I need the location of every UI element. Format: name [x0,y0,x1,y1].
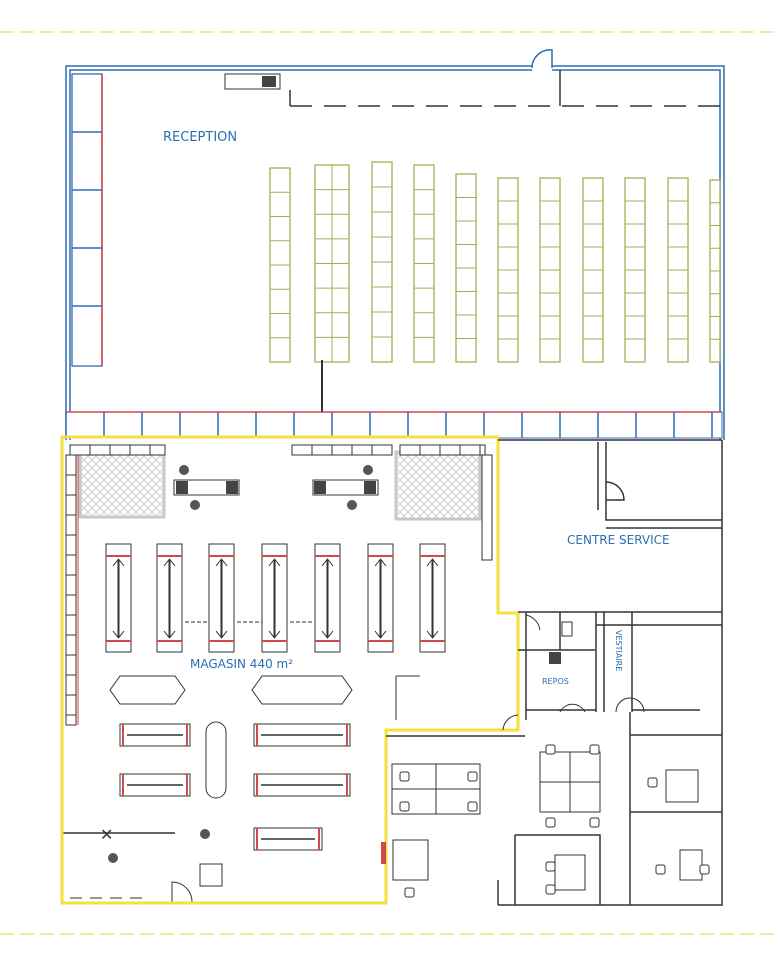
magasin-boundary [60,435,520,905]
arrow-head [215,558,228,639]
magasin-wall-racks [65,444,493,726]
chair-icon [647,777,658,788]
counter-outline [395,675,420,720]
wall-rack [65,454,77,726]
door-arc [559,703,586,713]
hatched-zone-left [78,450,166,519]
round-table [205,721,227,799]
person-icon [190,500,200,510]
red-marker [381,842,386,864]
cross-mark-icon: ✕ [100,825,113,844]
rear-room-walls [386,611,722,905]
office-chairs [399,744,710,898]
room-label-magasin: MAGASIN 440 m² [190,657,293,671]
wall-rack [291,444,393,456]
centre-service-walls [498,439,722,529]
chair-icon [545,817,556,828]
door-arc [502,714,519,731]
chair-icon [467,801,478,812]
chair-icon [399,771,410,782]
room-label-repos: REPOS [542,677,569,686]
room-label-vestiaire: VESTIAIRE [614,630,623,671]
hatched-zone-right [394,450,482,521]
door-arc [171,881,193,904]
rack [71,73,103,367]
chair-icon [699,864,710,875]
display-table [251,675,353,705]
chair-icon [545,884,556,895]
wall-rack [399,444,486,456]
door-arc [615,697,645,713]
outer-wall-lower [498,440,723,906]
person-icon [108,853,118,863]
chair-icon [404,887,415,898]
wall-rack [481,454,493,561]
chair-icon [545,744,556,755]
arrow-head [163,558,176,639]
left-racks [71,73,103,367]
chair-icon [589,744,600,755]
entrance-door-arc [531,49,553,69]
person-icon [200,829,210,839]
horizontal-gondolas [119,723,351,851]
arrow-head [426,558,439,639]
person-icon [179,465,189,475]
arrow-head [321,558,334,639]
display-table [109,675,186,705]
arrow-head [268,558,281,639]
room-label-reception: RECEPTION [163,130,237,145]
sink-block [549,652,561,664]
room-label-centre-service: CENTRE SERVICE [567,533,670,547]
wall-rack [69,444,166,456]
toilet [561,621,573,637]
chair-icon [399,801,410,812]
gondolas [105,543,446,653]
checkout-counter-left [173,465,240,510]
person-icon [347,500,357,510]
arrow-head [112,558,125,639]
chair-icon [467,771,478,782]
chair-icon [545,861,556,872]
equipment-block [262,76,276,87]
desk-chair [199,863,223,887]
chair-icon [655,864,666,875]
band-racks [65,411,723,439]
checkout-counter-right [312,465,379,510]
arrow-head [374,558,387,639]
reception-racks [269,161,721,363]
chair-icon [589,817,600,828]
person-icon [363,465,373,475]
door-arc [525,614,541,631]
rack [65,411,723,439]
